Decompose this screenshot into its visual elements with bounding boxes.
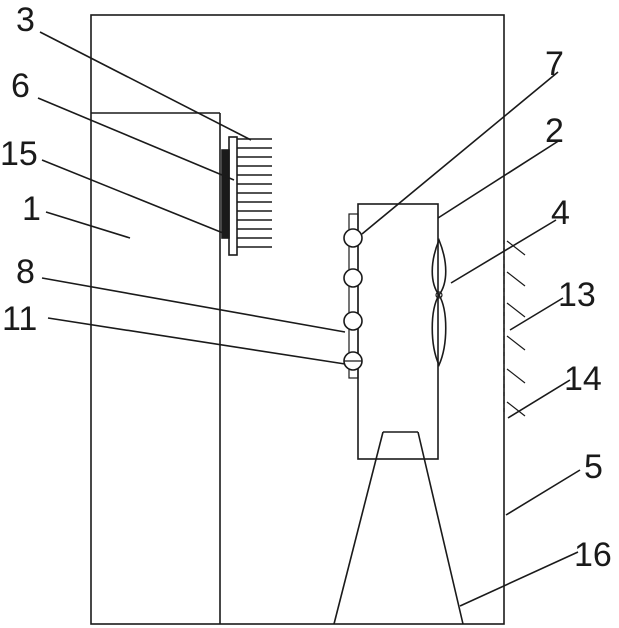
label-3: 3 xyxy=(16,1,35,39)
central-box xyxy=(358,204,438,459)
leader-7 xyxy=(362,72,558,234)
label-5: 5 xyxy=(584,448,603,486)
label-15: 15 xyxy=(0,135,38,173)
brush-plate xyxy=(229,137,237,255)
roller-1 xyxy=(344,229,362,247)
brush-base-block xyxy=(222,150,229,238)
roller-column xyxy=(344,214,362,378)
funnel-stand xyxy=(334,432,463,624)
label-1: 1 xyxy=(22,190,41,228)
leader-5 xyxy=(506,470,580,515)
label-8: 8 xyxy=(16,253,35,291)
label-2: 2 xyxy=(545,112,564,150)
label-16: 16 xyxy=(574,536,612,574)
label-13: 13 xyxy=(558,276,596,314)
roller-3 xyxy=(344,312,362,330)
leader-lines xyxy=(38,32,580,606)
label-4: 4 xyxy=(551,194,570,232)
leader-11 xyxy=(48,318,345,364)
label-7: 7 xyxy=(545,45,564,83)
leader-14 xyxy=(508,380,570,418)
label-6: 6 xyxy=(11,67,30,105)
fan-blade xyxy=(432,240,446,365)
brush-assembly xyxy=(222,137,272,255)
label-11: 11 xyxy=(2,300,37,338)
leader-16 xyxy=(460,552,578,606)
leader-3 xyxy=(40,32,251,140)
leader-6 xyxy=(38,98,234,180)
leader-13 xyxy=(510,298,563,330)
brush-bristles xyxy=(237,139,272,247)
label-14: 14 xyxy=(564,360,602,398)
leader-15 xyxy=(42,160,228,235)
left-compartment xyxy=(91,113,220,624)
roller-2 xyxy=(344,269,362,287)
leader-2 xyxy=(438,140,560,218)
leader-1 xyxy=(46,212,130,238)
